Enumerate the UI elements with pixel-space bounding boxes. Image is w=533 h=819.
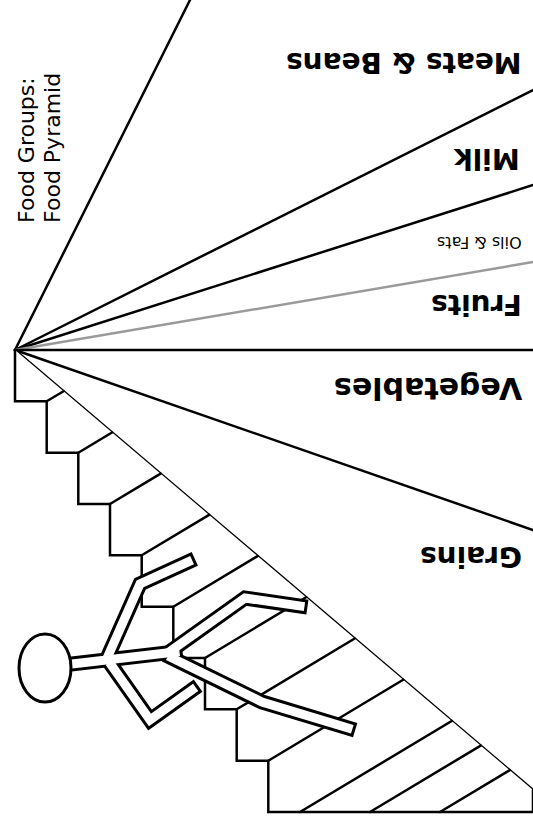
food-group-label: Fruits xyxy=(431,288,522,320)
food-group-label: Vegetables xyxy=(334,370,522,405)
staircase xyxy=(15,350,533,812)
divider-line xyxy=(15,262,533,350)
diagram-title: Food Groups: Food Pyramid xyxy=(14,28,67,223)
divider-line xyxy=(15,90,533,350)
divider-line xyxy=(15,349,533,352)
stair-hatching xyxy=(47,391,510,812)
food-group-label: Oils & Fats xyxy=(437,233,522,251)
climbing-person xyxy=(19,562,348,728)
divider-line xyxy=(15,185,533,350)
food-group-label: Milk xyxy=(454,142,520,174)
food-group-label: Meats & Beans xyxy=(286,46,522,78)
food-group-label: Grains xyxy=(420,540,522,572)
